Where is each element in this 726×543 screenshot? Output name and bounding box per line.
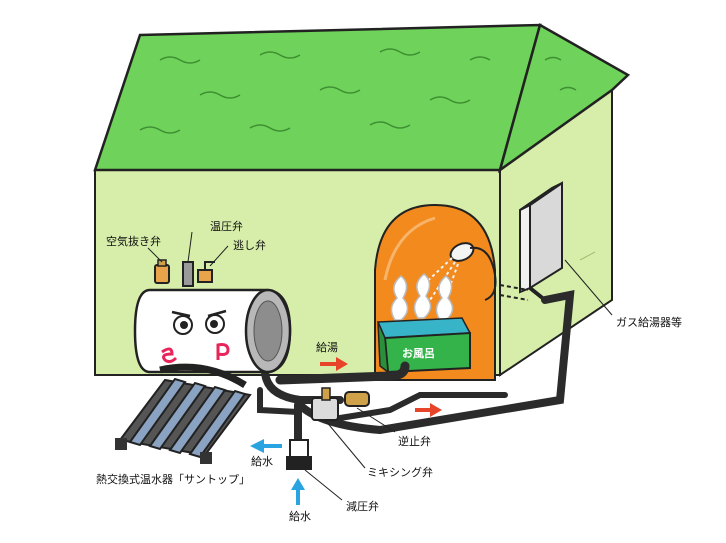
gas-heater-label: ガス給湯器等	[616, 316, 682, 329]
check-valve	[344, 391, 370, 407]
tank-cold-branch	[257, 387, 301, 415]
flow-arrows	[250, 357, 442, 505]
house-roof-side	[497, 23, 631, 174]
hot-supply-label: 給湯	[316, 341, 338, 354]
product-name-label: 熱交換式温水器「サントップ」	[96, 473, 250, 486]
reducing-valve-label: 減圧弁	[346, 500, 379, 513]
bath-return-pipe	[337, 392, 508, 421]
ep-logo-icon	[161, 343, 230, 364]
water-supply-side-label: 給水	[251, 455, 273, 468]
pipes	[257, 290, 575, 454]
hot-supply-arrow	[320, 357, 348, 371]
air-vent-valve	[154, 259, 170, 284]
hot-to-heater-arrow	[415, 403, 442, 417]
air-vent-valve-label: 空気抜き弁	[106, 235, 161, 248]
hot-supply-pipe	[275, 361, 410, 385]
hot-water-tank	[133, 288, 292, 374]
leader-lines	[147, 231, 613, 501]
relief-valve-label: 逃し弁	[233, 239, 266, 252]
cold-bottom-arrow	[291, 478, 305, 505]
temp-pressure-valve	[182, 261, 194, 287]
check-valve-label: 逆止弁	[398, 435, 431, 448]
water-supply-bottom-label: 給水	[289, 510, 311, 523]
solar-collector	[115, 363, 252, 464]
gas-water-heater	[499, 181, 563, 302]
steam	[390, 273, 454, 321]
mixed-pipe-to-heater	[296, 290, 575, 435]
shower-head-icon	[449, 242, 497, 301]
bath-label: お風呂	[402, 347, 435, 360]
relief-valve	[197, 261, 215, 283]
mixing-valve	[311, 387, 339, 421]
temp-pressure-valve-label: 温圧弁	[210, 220, 243, 233]
reducing-valve	[286, 439, 312, 470]
tank-outlet-pipe	[261, 366, 344, 404]
face-icon	[171, 309, 227, 335]
valves	[154, 259, 370, 470]
roof-shingles	[139, 48, 577, 134]
cold-side-arrow	[250, 439, 282, 453]
bathroom	[374, 203, 497, 381]
house-roof-front	[93, 23, 542, 172]
mixing-valve-label: ミキシング弁	[367, 466, 433, 479]
